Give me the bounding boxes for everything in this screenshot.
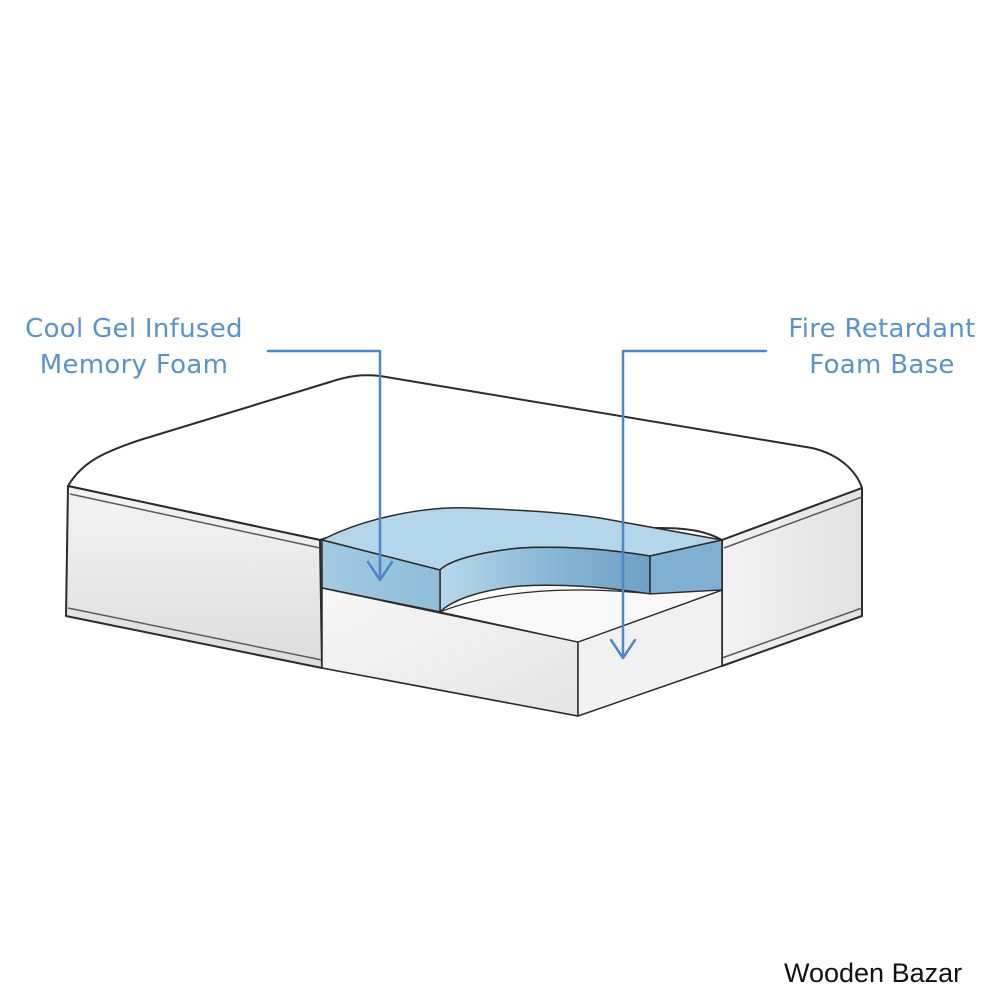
right-panel-welt-top — [723, 496, 863, 549]
right-panel-welt-bottom — [721, 607, 863, 659]
base-label-line-2: Foam Base — [809, 350, 955, 380]
fire-retardant-base-label: Fire Retardant Foam Base — [770, 311, 994, 383]
foam-base-callout-arrow — [609, 349, 768, 660]
gel-layer-callout-arrow — [266, 349, 394, 582]
brand-watermark: Wooden Bazar — [784, 958, 963, 988]
base-label-line-1: Fire Retardant — [788, 314, 976, 344]
foam-base-inner-floor — [439, 589, 723, 643]
gel-memory-foam-label: Cool Gel Infused Memory Foam — [14, 311, 254, 383]
gel-label-line-2: Memory Foam — [39, 350, 229, 380]
left-panel-welt-bottom — [67, 607, 323, 661]
gel-label-line-1: Cool Gel Infused — [25, 314, 243, 344]
left-panel-welt-top — [69, 493, 321, 549]
